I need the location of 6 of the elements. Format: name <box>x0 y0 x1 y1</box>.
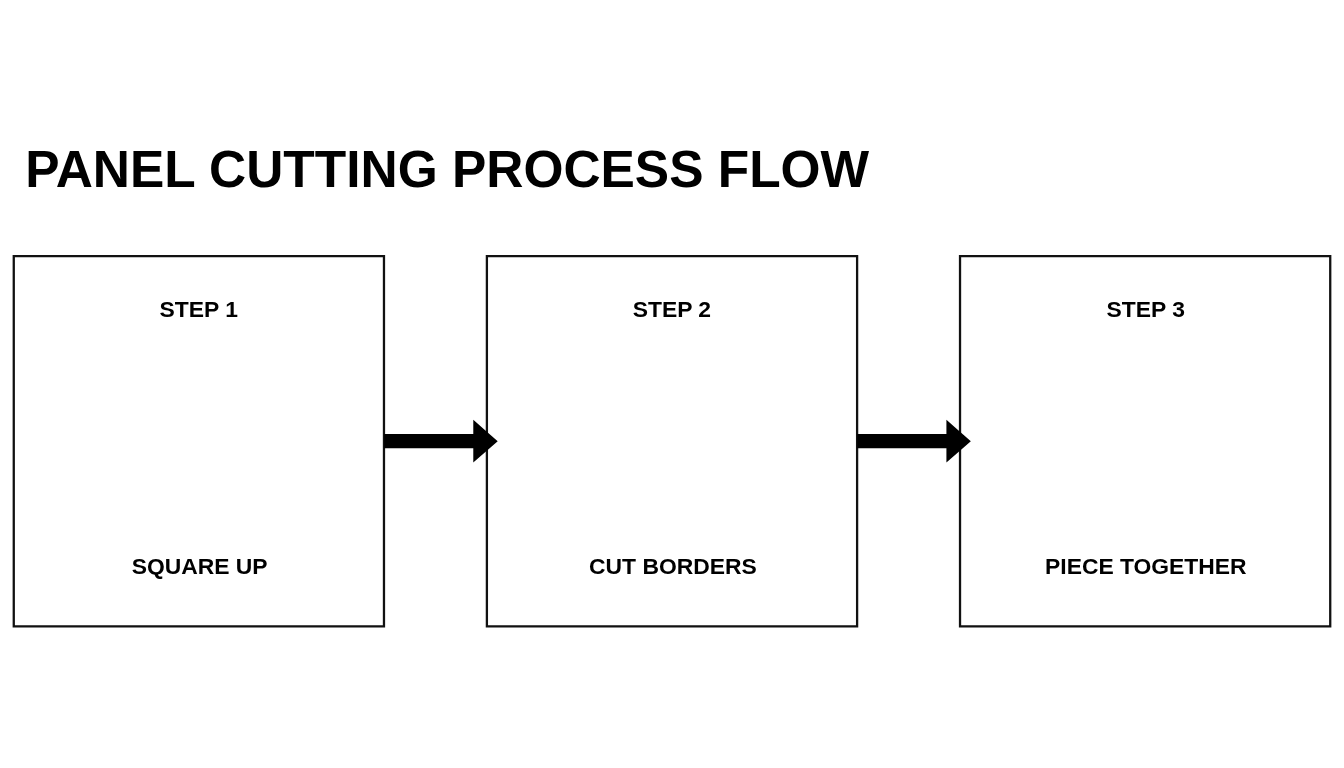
node-box: STEP 3 PIECE TOGETHER <box>958 254 1332 628</box>
arrow <box>384 419 498 463</box>
node-box: STEP 1 SQUARE UP <box>12 254 386 628</box>
node-box: STEP 2 CUT BORDERS <box>485 254 859 628</box>
diagram-title: PANEL CUTTING PROCESS FLOW <box>25 140 870 199</box>
arrow <box>857 419 971 463</box>
